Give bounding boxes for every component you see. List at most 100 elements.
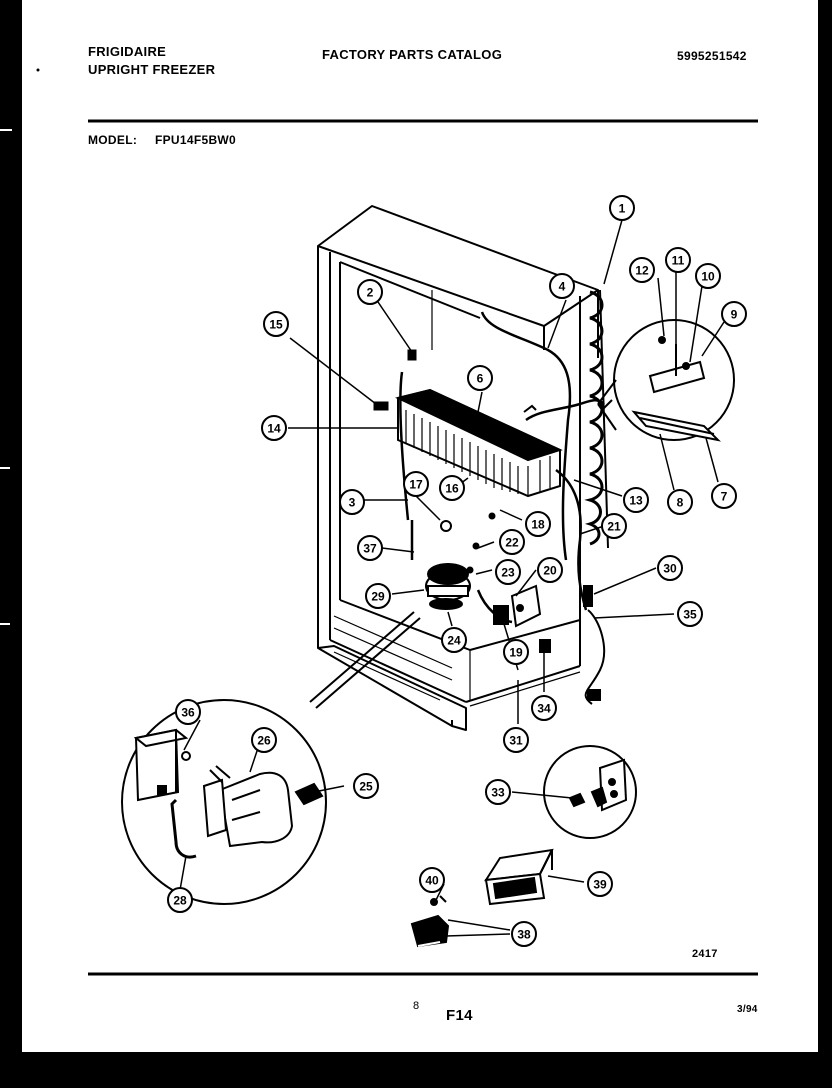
callout-31: 31	[503, 727, 529, 753]
callout-number: 34	[537, 702, 551, 716]
callout-circle	[677, 601, 703, 627]
callout-circle	[721, 301, 747, 327]
callout-number: 3	[349, 496, 356, 510]
callout-circle	[531, 695, 557, 721]
callout-22: 22	[499, 529, 525, 555]
callout-24: 24	[441, 627, 467, 653]
callout-number: 24	[447, 634, 461, 648]
callout-number: 8	[677, 496, 684, 510]
callout-circle	[263, 311, 289, 337]
callout-circle	[667, 489, 693, 515]
callout-circle	[629, 257, 655, 283]
callout-3: 3	[339, 489, 365, 515]
model-label: MODEL:	[88, 133, 138, 147]
callout-circle	[495, 559, 521, 585]
callout-20: 20	[537, 557, 563, 583]
publication-number: 5995251542	[677, 49, 747, 63]
callout-number: 18	[531, 518, 545, 532]
freezer-cabinet	[317, 205, 599, 731]
callout-number: 26	[257, 734, 271, 748]
margin-marks	[0, 129, 12, 625]
callout-8: 8	[667, 489, 693, 515]
evaporator	[395, 388, 563, 498]
leader-lines	[179, 219, 725, 937]
callout-number: 2	[367, 286, 374, 300]
callout-circle	[657, 555, 683, 581]
callout-14: 14	[261, 415, 287, 441]
condenser-coils	[584, 289, 609, 549]
compressor	[425, 563, 471, 610]
compressor-parts-inset	[121, 611, 421, 905]
callout-number: 6	[477, 372, 484, 386]
callout-circle	[441, 627, 467, 653]
callout-37: 37	[357, 535, 383, 561]
callout-number: 14	[267, 422, 281, 436]
callout-number: 22	[505, 536, 519, 550]
callout-number: 12	[635, 264, 649, 278]
callout-number: 33	[491, 786, 505, 800]
callout-circle	[623, 487, 649, 513]
callout-7: 7	[711, 483, 737, 509]
small-fasteners	[373, 349, 537, 574]
callout-number: 28	[173, 894, 187, 908]
callout-number: 21	[607, 520, 621, 534]
callout-13: 13	[623, 487, 649, 513]
callout-circle	[503, 639, 529, 665]
callout-circle	[261, 415, 287, 441]
callout-17: 17	[403, 471, 429, 497]
callout-number: 7	[721, 490, 728, 504]
catalog-title: FACTORY PARTS CATALOG	[322, 47, 503, 62]
callout-circle	[357, 535, 383, 561]
callout-circle	[695, 263, 721, 289]
callout-circle	[601, 513, 627, 539]
callout-33: 33	[485, 779, 511, 805]
drain-pan-inset	[597, 319, 735, 442]
callout-number: 40	[425, 874, 439, 888]
callout-circle	[485, 779, 511, 805]
callout-circle	[339, 489, 365, 515]
callout-30: 30	[657, 555, 683, 581]
callout-23: 23	[495, 559, 521, 585]
callout-15: 15	[263, 311, 289, 337]
outlet-inset	[543, 745, 637, 839]
callout-number: 37	[363, 542, 377, 556]
callout-29: 29	[365, 583, 391, 609]
callout-34: 34	[531, 695, 557, 721]
callout-21: 21	[601, 513, 627, 539]
callout-circle	[511, 921, 537, 947]
callout-badges: 1234678910111213141516171819202122232425…	[167, 195, 747, 947]
callout-circle	[403, 471, 429, 497]
product-name: UPRIGHT FREEZER	[88, 62, 216, 77]
callout-number: 10	[701, 270, 715, 284]
callout-circle	[609, 195, 635, 221]
callout-number: 4	[559, 280, 566, 294]
callout-11: 11	[665, 247, 691, 273]
callout-circle	[587, 871, 613, 897]
callout-circle	[353, 773, 379, 799]
callout-number: 23	[501, 566, 515, 580]
callout-number: 16	[445, 482, 459, 496]
diagram-code: 2417	[692, 948, 718, 960]
callout-circle	[439, 475, 465, 501]
callout-number: 31	[509, 734, 523, 748]
callout-circle	[499, 529, 525, 555]
callout-circle	[365, 583, 391, 609]
callout-number: 19	[509, 646, 523, 660]
callout-number: 13	[629, 494, 643, 508]
callout-16: 16	[439, 475, 465, 501]
callout-number: 29	[371, 590, 385, 604]
callout-38: 38	[511, 921, 537, 947]
figure-code: F14	[446, 1007, 473, 1024]
callout-1: 1	[609, 195, 635, 221]
electrical-components	[493, 584, 605, 705]
callout-number: 38	[517, 928, 531, 942]
callout-circle	[251, 727, 277, 753]
callout-circle	[549, 273, 575, 299]
callout-number: 1	[619, 202, 626, 216]
brand-name: FRIGIDAIRE	[88, 44, 167, 59]
callout-26: 26	[251, 727, 277, 753]
callout-number: 9	[731, 308, 738, 322]
callout-circle	[419, 867, 445, 893]
